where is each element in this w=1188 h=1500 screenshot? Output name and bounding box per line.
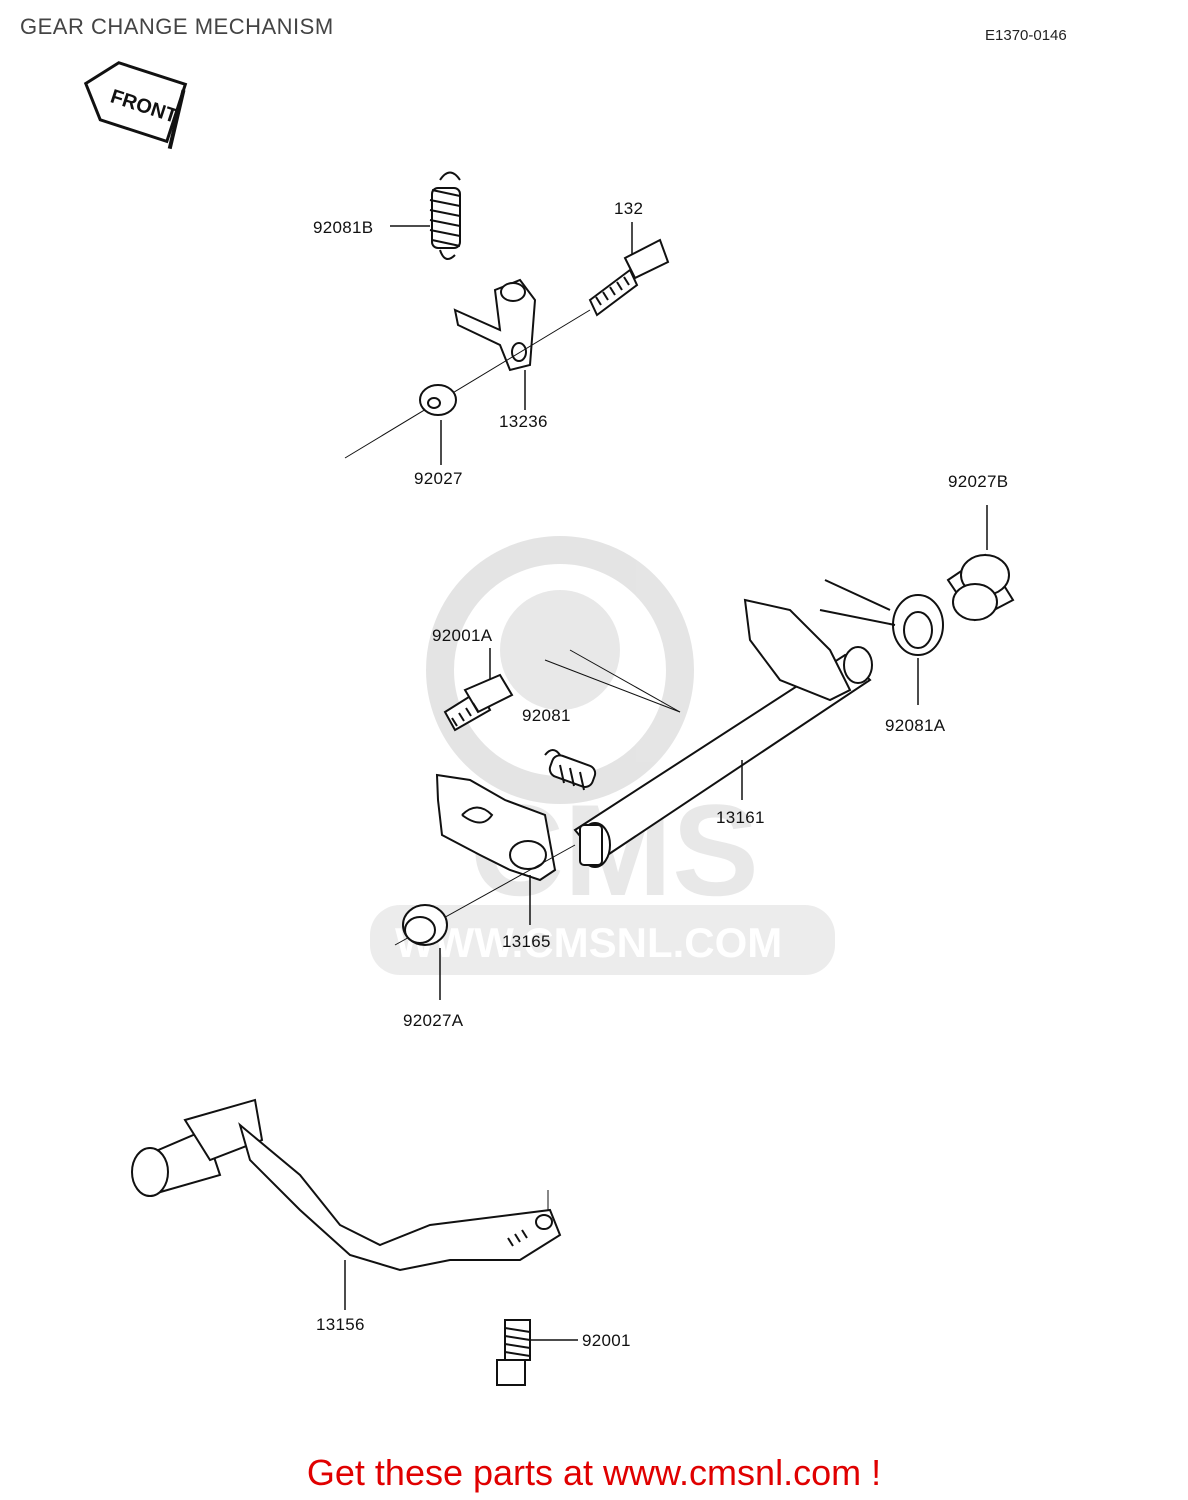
bolt-92001a (443, 673, 514, 732)
part-label-92001a: 92001A (432, 626, 493, 645)
part-label-92001: 92001 (582, 1331, 631, 1350)
spring-92081b (429, 171, 461, 260)
part-label-92081: 92081 (522, 706, 571, 725)
bolt-92001 (496, 1319, 531, 1386)
part-label-13156: 13156 (316, 1315, 365, 1334)
part-label-13236: 13236 (499, 412, 548, 431)
shaft-13161 (573, 598, 873, 868)
watermark: CMS WWW.CMSNL.COM (370, 536, 835, 975)
part-label-13165: 13165 (502, 932, 551, 951)
washer-92027a (402, 904, 448, 946)
part-label-92027a: 92027A (403, 1011, 464, 1030)
diagram-code: E1370-0146 (985, 27, 1067, 44)
part-label-92081b: 92081B (313, 218, 374, 237)
part-label-132: 132 (614, 199, 644, 218)
collar-92027b (946, 553, 1015, 622)
footer-link[interactable]: Get these parts at www.cmsnl.com ! (306, 1452, 882, 1493)
front-arrow: FRONT (83, 61, 188, 150)
bolt-132 (588, 238, 670, 317)
washer-92027 (419, 384, 457, 416)
part-label-92027: 92027 (414, 469, 463, 488)
part-label-13161: 13161 (716, 808, 765, 827)
watermark-url: WWW.CMSNL.COM (395, 919, 782, 966)
spring-92081 (544, 749, 597, 791)
spring-92081a (819, 579, 944, 656)
pedal-13156 (131, 1098, 562, 1272)
part-label-92027b: 92027B (948, 472, 1009, 491)
bracket-13236 (453, 278, 537, 372)
plate-13165 (435, 773, 557, 882)
page-title: GEAR CHANGE MECHANISM (20, 14, 334, 39)
part-label-92081a: 92081A (885, 716, 946, 735)
